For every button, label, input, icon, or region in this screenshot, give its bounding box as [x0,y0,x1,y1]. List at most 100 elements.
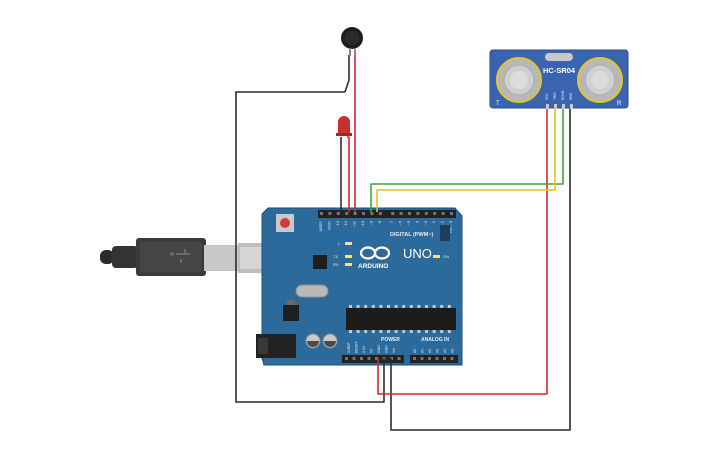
digital-header-label: DIGITAL (PWM~) [390,232,434,238]
top-pin-label: 4 [414,220,419,223]
top-pin-label: AREF [318,220,323,231]
chip-pin [402,305,406,308]
header-pin[interactable] [416,212,420,215]
analog-pin[interactable] [420,357,424,360]
wire-piezo-black[interactable] [344,55,350,93]
header-pin[interactable] [441,212,445,215]
top-pin-label: RX←0 [448,220,453,233]
header-pin[interactable] [378,212,382,215]
chip-pin [379,305,383,308]
chip-pin [440,305,444,308]
top-pin-label: 2 [431,220,436,223]
top-pin-label: GND [326,221,331,230]
wire-black-gnd-loop[interactable] [235,91,385,403]
arduino-logo [359,246,391,260]
chip-pin [387,305,390,308]
analog-pin-label: A0 [413,349,417,353]
header-pin[interactable] [408,212,411,215]
wire-green-echo[interactable] [370,108,564,212]
analog-pin-label: A4 [443,349,447,353]
status-leds: L TX RX ON [333,241,449,267]
wire-yellow-trig[interactable] [376,108,556,212]
chip-pin [387,330,390,333]
analog-pin[interactable] [443,357,446,360]
power-pin[interactable] [345,357,348,360]
chip-pin [356,305,360,308]
top-pin-label: ~6 [398,220,403,225]
chip-pin [432,305,436,308]
sensor-pin-label: VCC [545,93,549,100]
crystal [295,284,329,298]
analog-pin[interactable] [450,357,454,360]
power-header [342,355,404,363]
chip-pin [409,330,413,333]
usb-chip [313,255,327,269]
analog-pin-label: A3 [436,349,440,353]
top-pin-label: 8 [377,220,382,223]
top-pin-label: 7 [389,220,394,223]
power-pin[interactable] [352,357,356,360]
header-pin[interactable] [391,212,395,215]
header-pin[interactable] [399,212,403,215]
analog-pin-label: A1 [421,349,425,353]
sensor-pin-label: GND [569,92,573,100]
chip-pin [425,330,428,333]
sensor-model-label: HC-SR04 [543,66,576,75]
header-pin[interactable] [353,212,357,215]
analog-pin[interactable] [435,357,439,360]
chip-pin [417,330,421,333]
header-pin[interactable] [370,212,374,215]
power-pin-label: Vin [392,348,396,353]
header-pin[interactable] [362,212,365,215]
chip-pin [349,330,352,333]
red-led [336,116,352,136]
piezo-buzzer [341,27,363,56]
chip-pin [371,305,375,308]
microcontroller-chip [346,308,456,330]
top-pin-label: ~10 [360,220,365,228]
power-pin[interactable] [375,357,378,360]
sensor-left-label: T [496,101,500,107]
chip-pin [371,330,375,333]
chip-pin [364,330,368,333]
chip-pin [356,330,360,333]
wire-led-anode[interactable] [347,136,350,212]
power-pin-label: 3.3V [362,345,366,353]
analog-header-label: ANALOG IN [421,337,449,343]
chip-pin [425,305,428,308]
sensor-pin-label: TRIG [553,92,557,100]
header-pin[interactable] [433,212,437,215]
power-pin[interactable] [360,357,363,360]
power-pin-label: GND [385,345,389,353]
top-pin-label: 13 [335,220,340,225]
power-pin[interactable] [397,357,401,360]
header-pin[interactable] [345,212,349,215]
header-pin[interactable] [450,212,453,215]
sensor-pin[interactable] [554,104,557,109]
chip-pin [447,330,451,333]
header-pin[interactable] [320,212,323,215]
led-tx-label: TX [333,254,338,259]
sensor-pin[interactable] [570,104,573,109]
chip-pin [409,305,413,308]
sensor-pin[interactable] [546,104,549,109]
analog-pin[interactable] [428,357,431,360]
chip-pin [440,330,444,333]
power-pin-label: GND [377,345,381,353]
led-l-label: L [338,241,341,246]
analog-header [410,355,458,363]
analog-pin[interactable] [413,357,416,360]
sensor-pin[interactable] [562,104,565,109]
sensor-crystal [545,53,573,61]
header-pin[interactable] [336,212,340,215]
header-pin[interactable] [424,212,428,215]
power-pin-label: RESET [355,340,359,353]
chip-pin [402,330,406,333]
power-pin[interactable] [367,357,371,360]
top-pin-label: 12 [343,220,348,225]
top-pin-label: ~11 [352,220,357,227]
wire-red-sensor-vcc[interactable] [377,108,548,395]
header-pin[interactable] [328,212,332,215]
